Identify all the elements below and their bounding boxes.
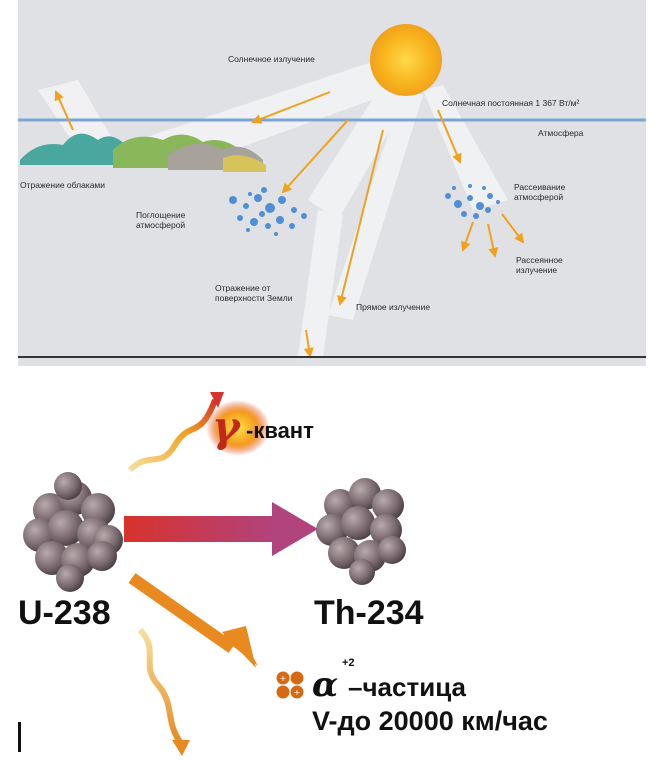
gamma-label: -квант: [246, 418, 314, 443]
text-cursor-bar: [18, 722, 21, 752]
cloud-terrain-icon: [20, 133, 266, 172]
svg-text:+: +: [280, 674, 287, 683]
absorption-droplets-icon: [229, 187, 307, 236]
label-solar-constant: Солнечная постоянная 1 367 Вт/м²: [442, 98, 580, 108]
th234-nucleus-icon: [316, 478, 406, 585]
gamma-wave-arrow: [127, 392, 224, 473]
label-absorption: Поглощение атмосферой: [136, 210, 186, 230]
daughter-label: Th-234: [314, 594, 424, 632]
radiation-arrows: [54, 90, 525, 358]
label-atmosphere: Атмосфера: [538, 128, 584, 138]
sun-icon: [370, 24, 442, 96]
label-scattering: Рассеивание атмосферой: [514, 182, 566, 202]
alpha-particle-icon: + +: [276, 671, 304, 699]
scattering-droplets-icon: [445, 184, 500, 219]
gamma-symbol: γ: [212, 402, 240, 451]
solar-diagram-graphics: [18, 24, 646, 358]
decay-main-arrow: [124, 502, 318, 556]
alpha-speed-label: V-до 20000 км/час: [312, 706, 548, 736]
label-surface-reflection: Отражение от поверхности Земли: [215, 283, 293, 303]
u238-nucleus-icon: [23, 472, 123, 592]
alpha-label: –частица: [348, 672, 466, 702]
solar-radiation-diagram: Солнечное излучение Солнечная постоянная…: [18, 0, 646, 366]
gamma-glow-icon: [206, 400, 270, 456]
panel-bottom-line: [18, 356, 646, 358]
label-scattered-radiation: Рассеянное излучение: [516, 255, 563, 275]
beta-wave-arrow: [137, 627, 190, 756]
alpha-charge: +2: [342, 657, 355, 669]
parent-label: U-238: [18, 594, 111, 632]
label-direct-radiation: Прямое излучение: [356, 302, 431, 312]
svg-text:+: +: [294, 688, 301, 697]
label-solar-radiation: Солнечное излучение: [228, 54, 315, 64]
alpha-arrow: [128, 573, 258, 668]
alpha-symbol: α: [312, 665, 339, 705]
label-cloud-reflection: Отражение облаками: [20, 180, 106, 190]
